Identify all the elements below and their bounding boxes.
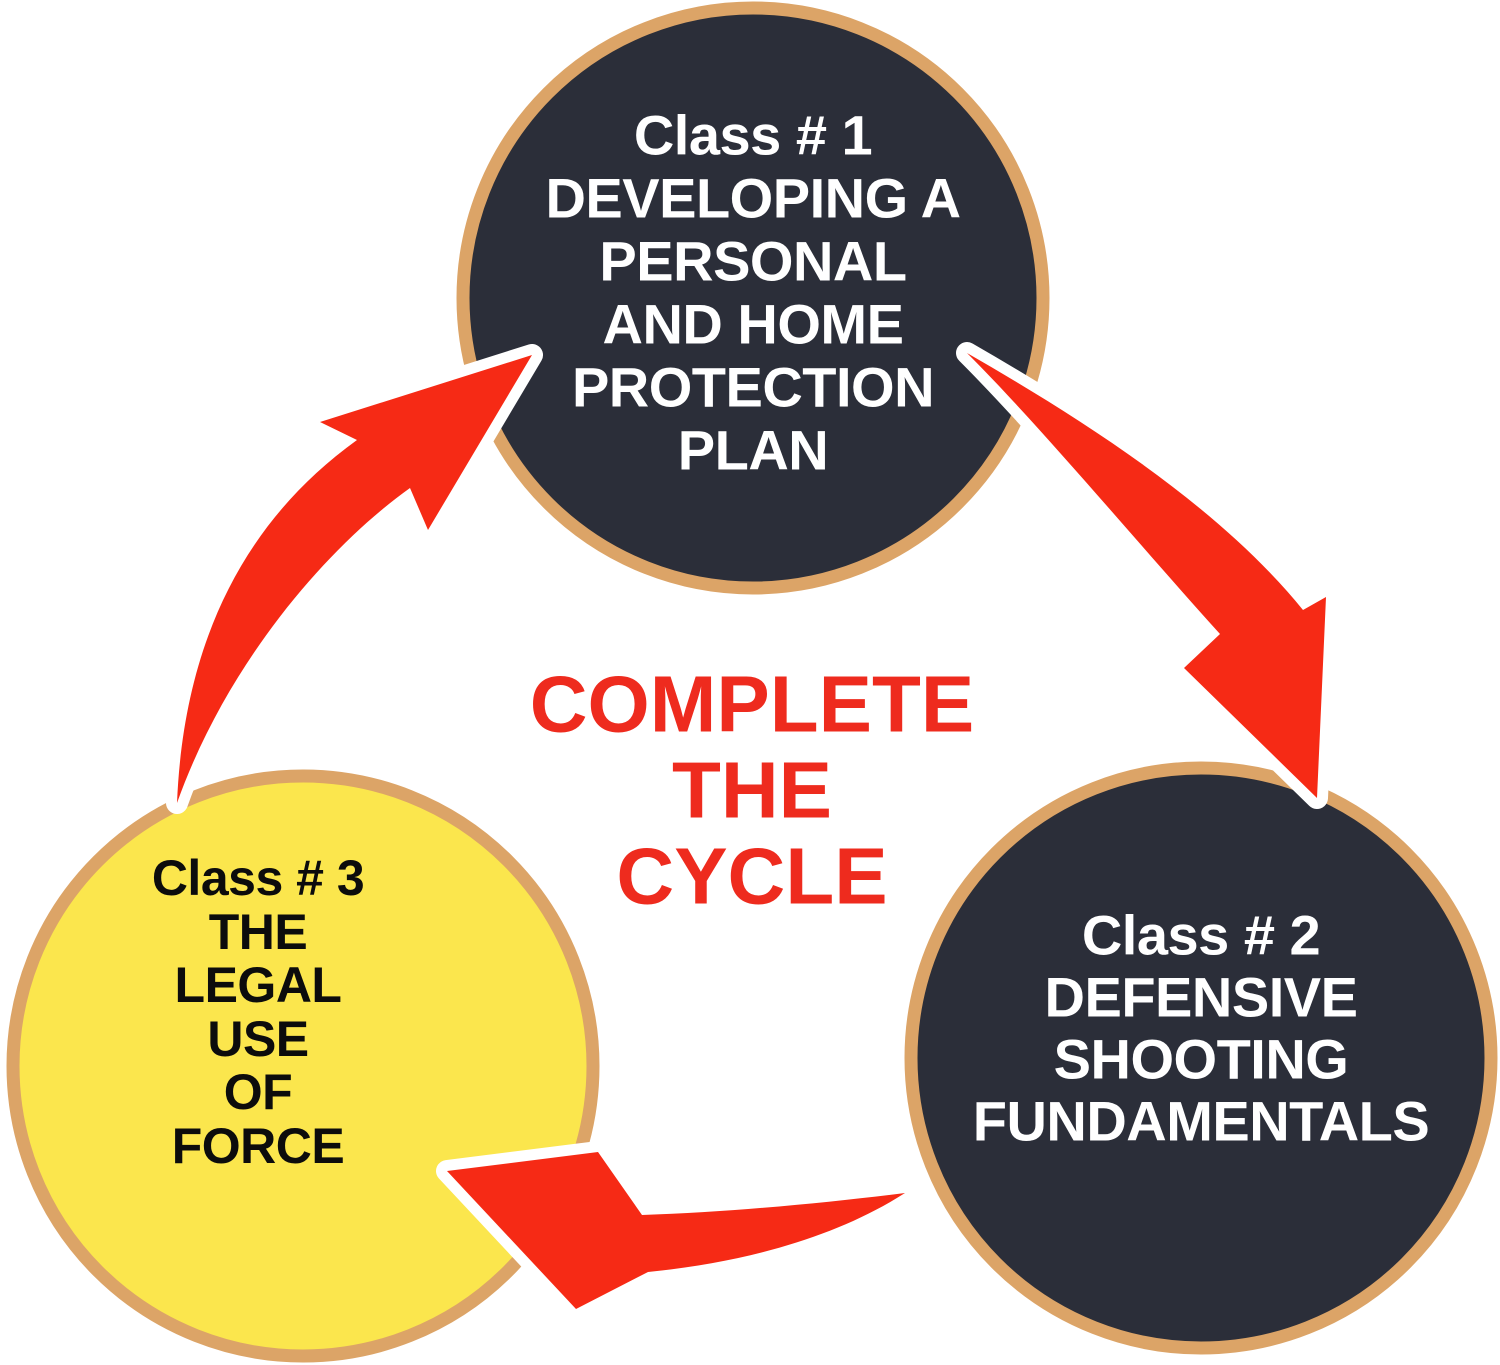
node-class-1-line-6: PLAN (678, 419, 828, 482)
center-label: COMPLETE THE CYCLE (530, 660, 974, 921)
node-class-3-line-6: FORCE (172, 1118, 345, 1174)
center-label-line-2: THE (672, 746, 832, 835)
node-class-2-line-2: DEFENSIVE (1045, 966, 1358, 1029)
node-class-3-line-1: Class # 3 (152, 850, 364, 906)
arrow-class-2-to-class-3 (436, 1141, 916, 1320)
node-class-2-line-4: FUNDAMENTALS (973, 1090, 1429, 1153)
arrow-class-3-to-class-1 (166, 344, 543, 814)
node-class-3-label: Class # 3 THE LEGAL USE OF FORCE (152, 850, 365, 1174)
node-class-2-line-1: Class # 2 (1082, 904, 1320, 967)
center-label-line-3: CYCLE (616, 832, 887, 921)
node-class-3-line-4: USE (207, 1011, 308, 1067)
node-class-1-label: Class # 1 DEVELOPING A PERSONAL AND HOME… (545, 104, 961, 482)
node-class-1-line-5: PROTECTION (572, 356, 934, 419)
arrow-class-1-to-class-2 (956, 342, 1337, 809)
node-class-3-line-2: THE (209, 904, 308, 960)
node-class-1-line-3: PERSONAL (599, 230, 906, 293)
node-class-2-circle (904, 761, 1498, 1355)
node-class-1-line-2: DEVELOPING A (545, 167, 960, 230)
node-class-3-line-3: LEGAL (175, 957, 342, 1013)
node-class-1-line-1: Class # 1 (634, 104, 872, 167)
node-class-2-label: Class # 2 DEFENSIVE SHOOTING FUNDAMENTAL… (973, 904, 1430, 1153)
center-label-line-1: COMPLETE (530, 660, 974, 749)
node-class-1-circle (456, 1, 1050, 595)
node-class-2-line-3: SHOOTING (1054, 1028, 1349, 1091)
node-class-1-line-4: AND HOME (603, 293, 904, 356)
node-class-3-line-5: OF (224, 1064, 292, 1120)
node-class-3-circle (6, 769, 600, 1363)
